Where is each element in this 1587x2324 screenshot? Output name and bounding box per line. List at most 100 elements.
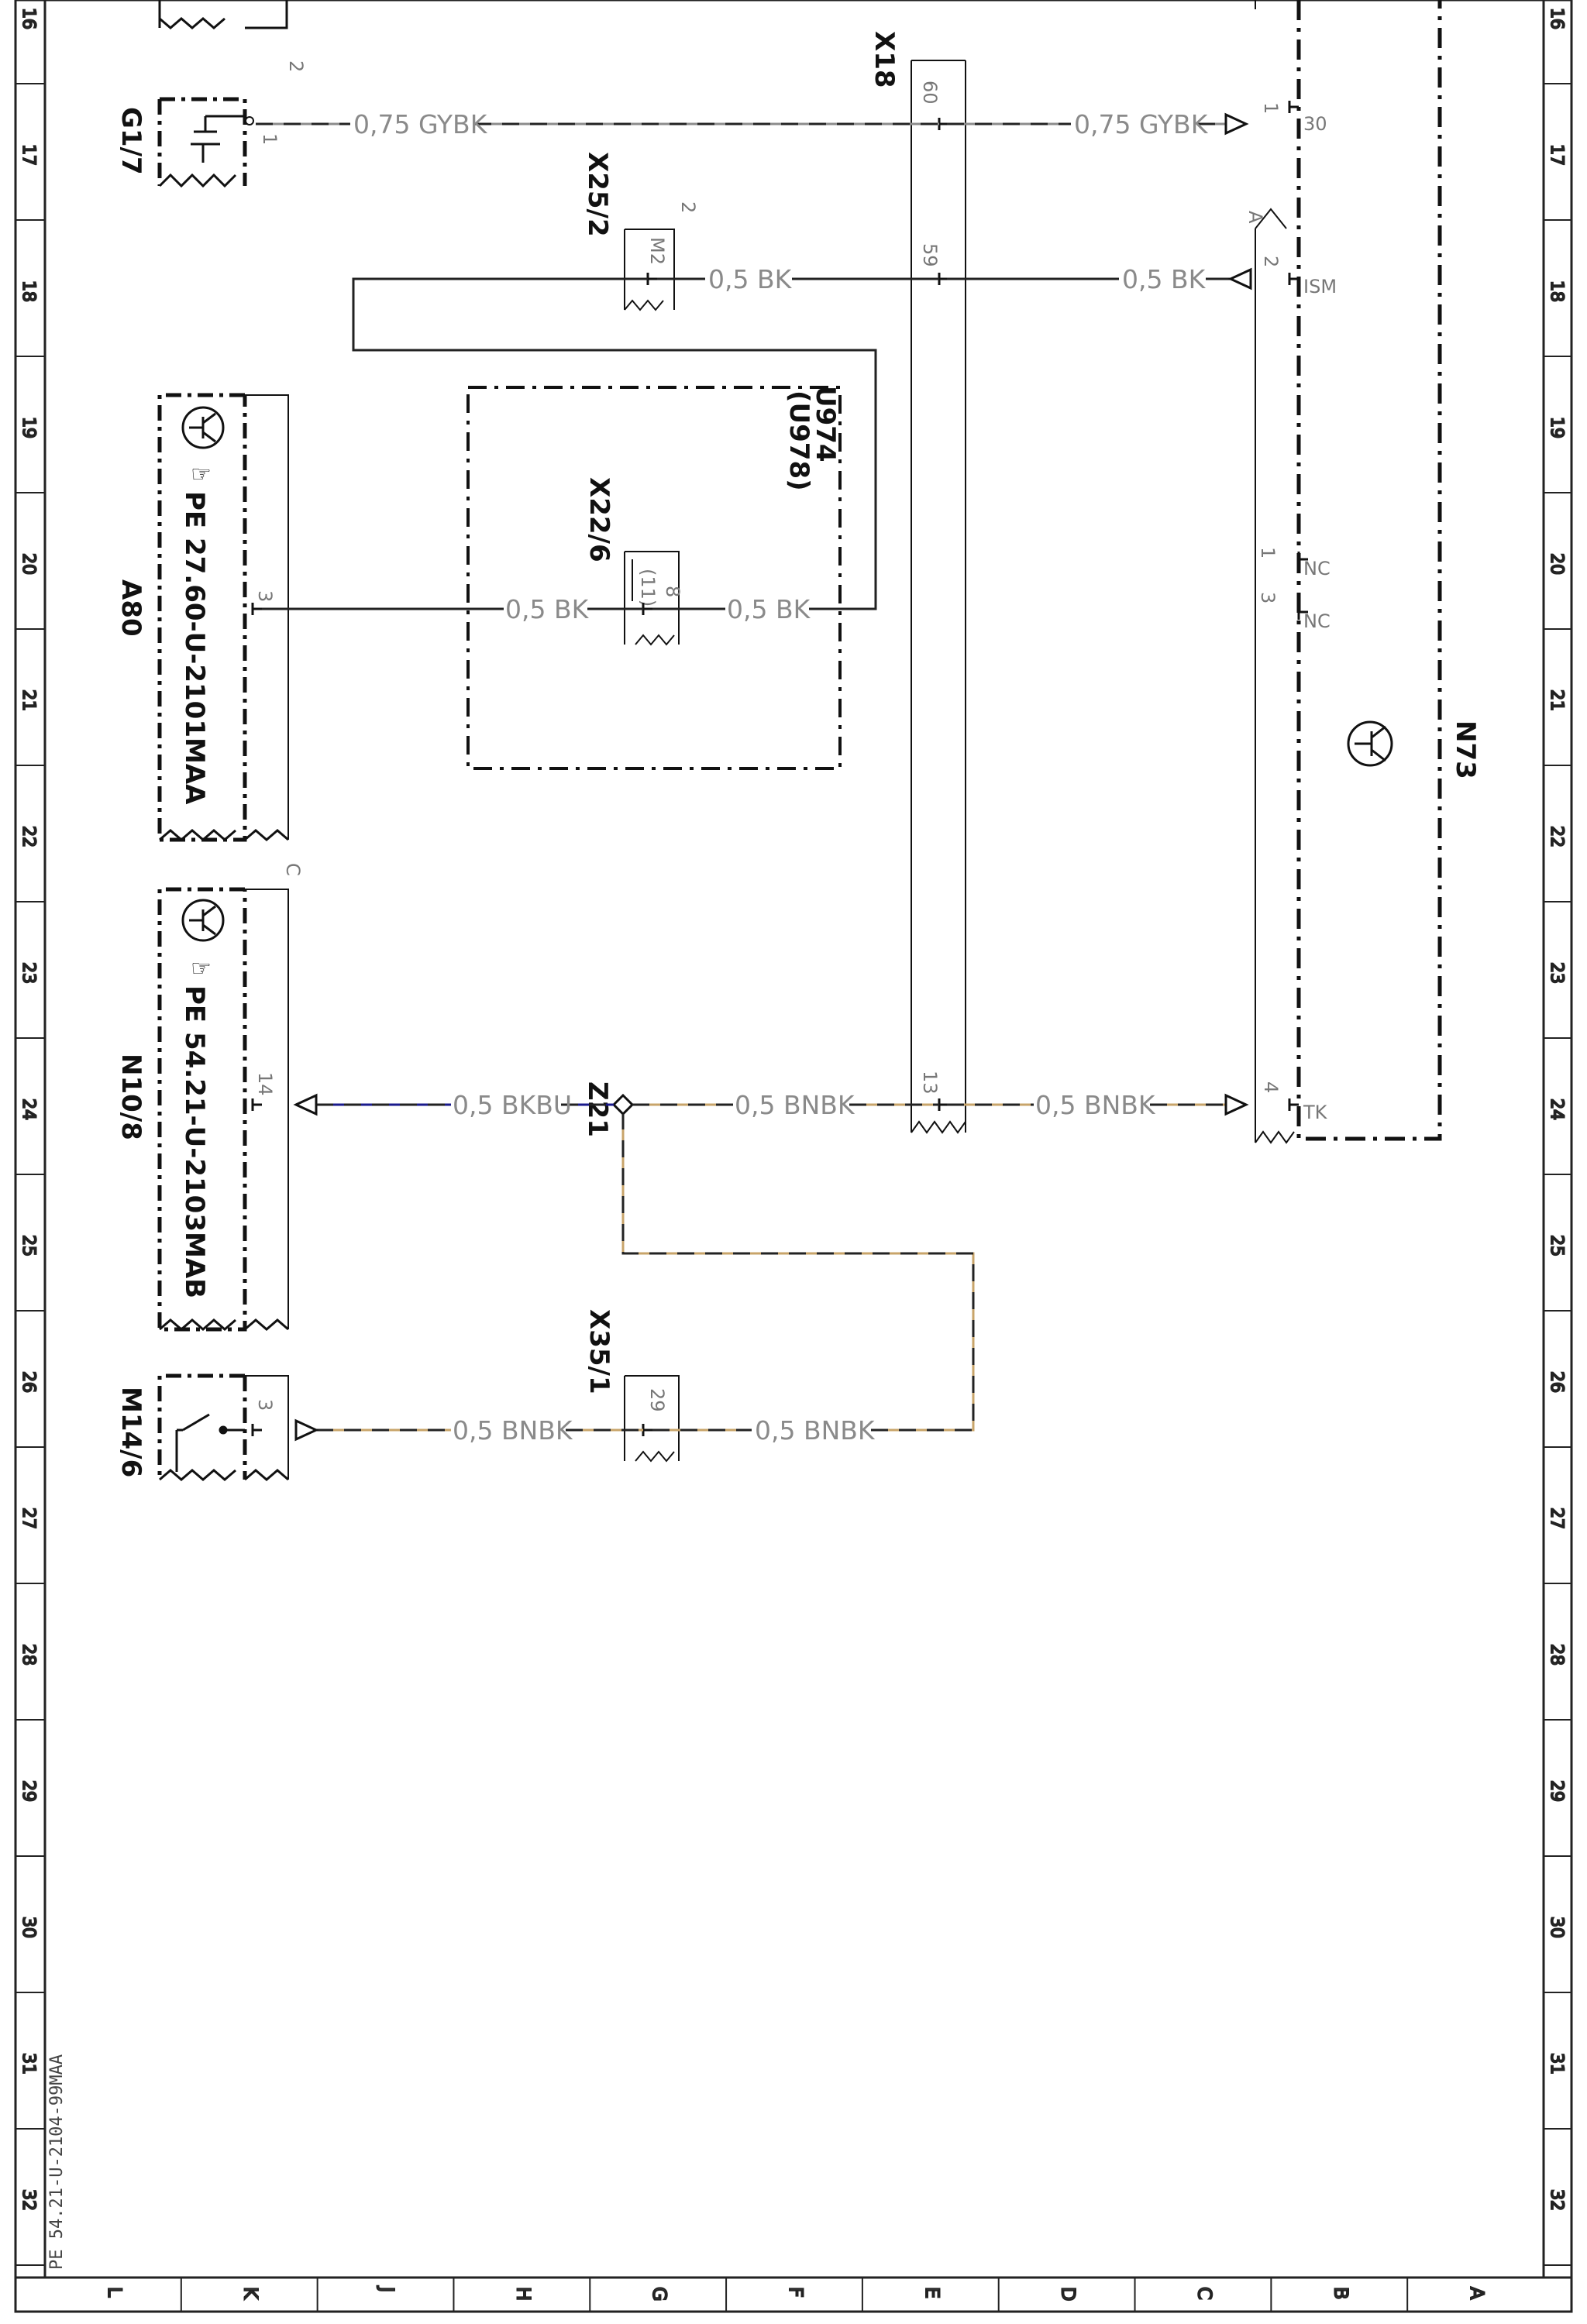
svg-text:8: 8 <box>662 586 683 597</box>
u974-label: U974 <box>810 386 841 462</box>
a80-label: A80 <box>115 579 146 637</box>
row-number: 29 <box>19 1780 38 1802</box>
wire-label: 0,5 BNBK <box>453 1415 573 1446</box>
column-letter: E <box>921 2287 943 2298</box>
switch-icon <box>175 1413 245 1472</box>
x18-pin-59: 59 <box>919 243 947 285</box>
transistor-icon <box>181 899 225 942</box>
svg-text:13: 13 <box>919 1071 941 1095</box>
g1-7-label: G1/7 <box>115 107 146 175</box>
u974-module: U974 (U978) <box>466 386 842 770</box>
arrow-icon <box>293 1093 318 1116</box>
row-number: 25 <box>19 1235 38 1257</box>
wire-label: 0,5 BK <box>1122 264 1207 294</box>
n10-8-component: ☞ PE 54.21-U-2103MAB N10/8 14 C <box>115 863 304 1332</box>
svg-text:ISM: ISM <box>1303 276 1337 297</box>
row-number: 24 <box>1547 1098 1566 1120</box>
battery-icon <box>191 115 245 163</box>
row-number: 22 <box>19 826 38 847</box>
n73-connector-a: A <box>1244 211 1266 224</box>
svg-text:1: 1 <box>1260 102 1282 114</box>
n73-pin-tk: 4 TK <box>1260 1081 1328 1123</box>
svg-text:M2: M2 <box>646 237 668 265</box>
row-number: 19 <box>19 417 38 438</box>
column-letter: B <box>1330 2287 1351 2299</box>
reference-hand-icon: ☞ <box>191 955 212 982</box>
row-number: 31 <box>1547 2053 1566 2075</box>
svg-text:1: 1 <box>1257 547 1279 559</box>
svg-text:NC: NC <box>1303 558 1331 579</box>
row-number: 20 <box>1547 553 1566 575</box>
wire-label: 0,5 BNBK <box>755 1415 876 1446</box>
m14-6-label: M14/6 <box>115 1387 146 1477</box>
svg-text:3: 3 <box>254 590 276 602</box>
n73-pin-nc-1: 1 NC <box>1257 547 1331 579</box>
svg-text:3: 3 <box>254 1399 276 1411</box>
svg-text:(11): (11) <box>637 569 659 607</box>
row-number: 17 <box>1547 144 1566 166</box>
svg-text:NC: NC <box>1303 610 1331 632</box>
x25-2-label: X25/2 <box>582 152 613 237</box>
m14-6-component: M14/6 3 <box>115 1373 289 1481</box>
row-number: 16 <box>1547 8 1566 29</box>
arrow-icon <box>1224 1093 1249 1116</box>
row-number: 25 <box>1547 1235 1566 1257</box>
connection-arrows <box>293 112 1252 1442</box>
a80-component: ☞ PE 27.60-U-2101MAA A80 3 <box>115 393 289 842</box>
row-number: 30 <box>19 1917 38 1938</box>
x22-6-connector: X22/6 8 (11) <box>584 477 683 646</box>
svg-text:14: 14 <box>254 1072 276 1096</box>
column-letter: G <box>649 2287 670 2302</box>
svg-text:TK: TK <box>1303 1102 1328 1123</box>
row-number: 16 <box>19 8 38 29</box>
row-number: 21 <box>19 689 38 711</box>
x18-connector: X18 60 59 13 <box>869 31 966 1134</box>
x35-1-connector: X35/1 29 <box>584 1309 680 1463</box>
n73-pin-nc-3: 3 NC <box>1257 592 1331 632</box>
column-letter: C <box>1193 2287 1215 2300</box>
row-number: 27 <box>19 1508 38 1529</box>
transistor-icon <box>181 406 225 449</box>
row-number: 26 <box>19 1371 38 1393</box>
row-number: 21 <box>1547 689 1566 711</box>
wire-label: 0,75 GYBK <box>1074 109 1209 139</box>
arrow-icon <box>294 1418 319 1442</box>
row-number: 31 <box>19 2053 38 2075</box>
svg-text:29: 29 <box>646 1388 668 1412</box>
wire-label: 0,5 BKBU <box>453 1090 572 1120</box>
row-number: 26 <box>1547 1371 1566 1393</box>
z21-label: Z21 <box>582 1081 613 1137</box>
column-letter: L <box>104 2287 126 2298</box>
wire-label: 0,75 GYBK <box>353 109 488 139</box>
row-number: 20 <box>19 553 38 575</box>
column-letter: F <box>785 2287 807 2298</box>
svg-text:2: 2 <box>285 60 307 72</box>
row-number: 19 <box>1547 417 1566 438</box>
a80-reference: PE 27.60-U-2101MAA <box>179 491 210 805</box>
svg-text:3: 3 <box>1257 592 1279 603</box>
n10-8-reference: PE 54.21-U-2103MAB <box>179 985 210 1298</box>
wire-w6-cont <box>352 277 877 610</box>
z21-splice: Z21 <box>582 1081 635 1137</box>
reference-hand-icon: ☞ <box>191 461 212 488</box>
x22-6-label: X22/6 <box>584 477 614 562</box>
x18-pin-60: 60 <box>919 81 947 130</box>
n73-pin-ism: 2 ISM <box>1260 256 1337 297</box>
row-number: 28 <box>1547 1644 1566 1666</box>
svg-text:2: 2 <box>677 201 699 213</box>
svg-text:59: 59 <box>919 243 941 267</box>
wire-label: 0,5 BNBK <box>1035 1090 1156 1120</box>
svg-text:2: 2 <box>1260 256 1282 267</box>
row-number: 22 <box>1547 826 1566 847</box>
u978-label: (U978) <box>783 390 814 491</box>
row-number: 32 <box>1547 2189 1566 2211</box>
row-number: 23 <box>19 962 38 984</box>
column-letter: A <box>1466 2287 1488 2300</box>
svg-text:60: 60 <box>919 81 941 105</box>
row-number: 27 <box>1547 1508 1566 1529</box>
transistor-icon <box>1347 720 1393 767</box>
x18-pin-13: 13 <box>919 1071 947 1111</box>
upper-partial-component <box>158 0 288 29</box>
